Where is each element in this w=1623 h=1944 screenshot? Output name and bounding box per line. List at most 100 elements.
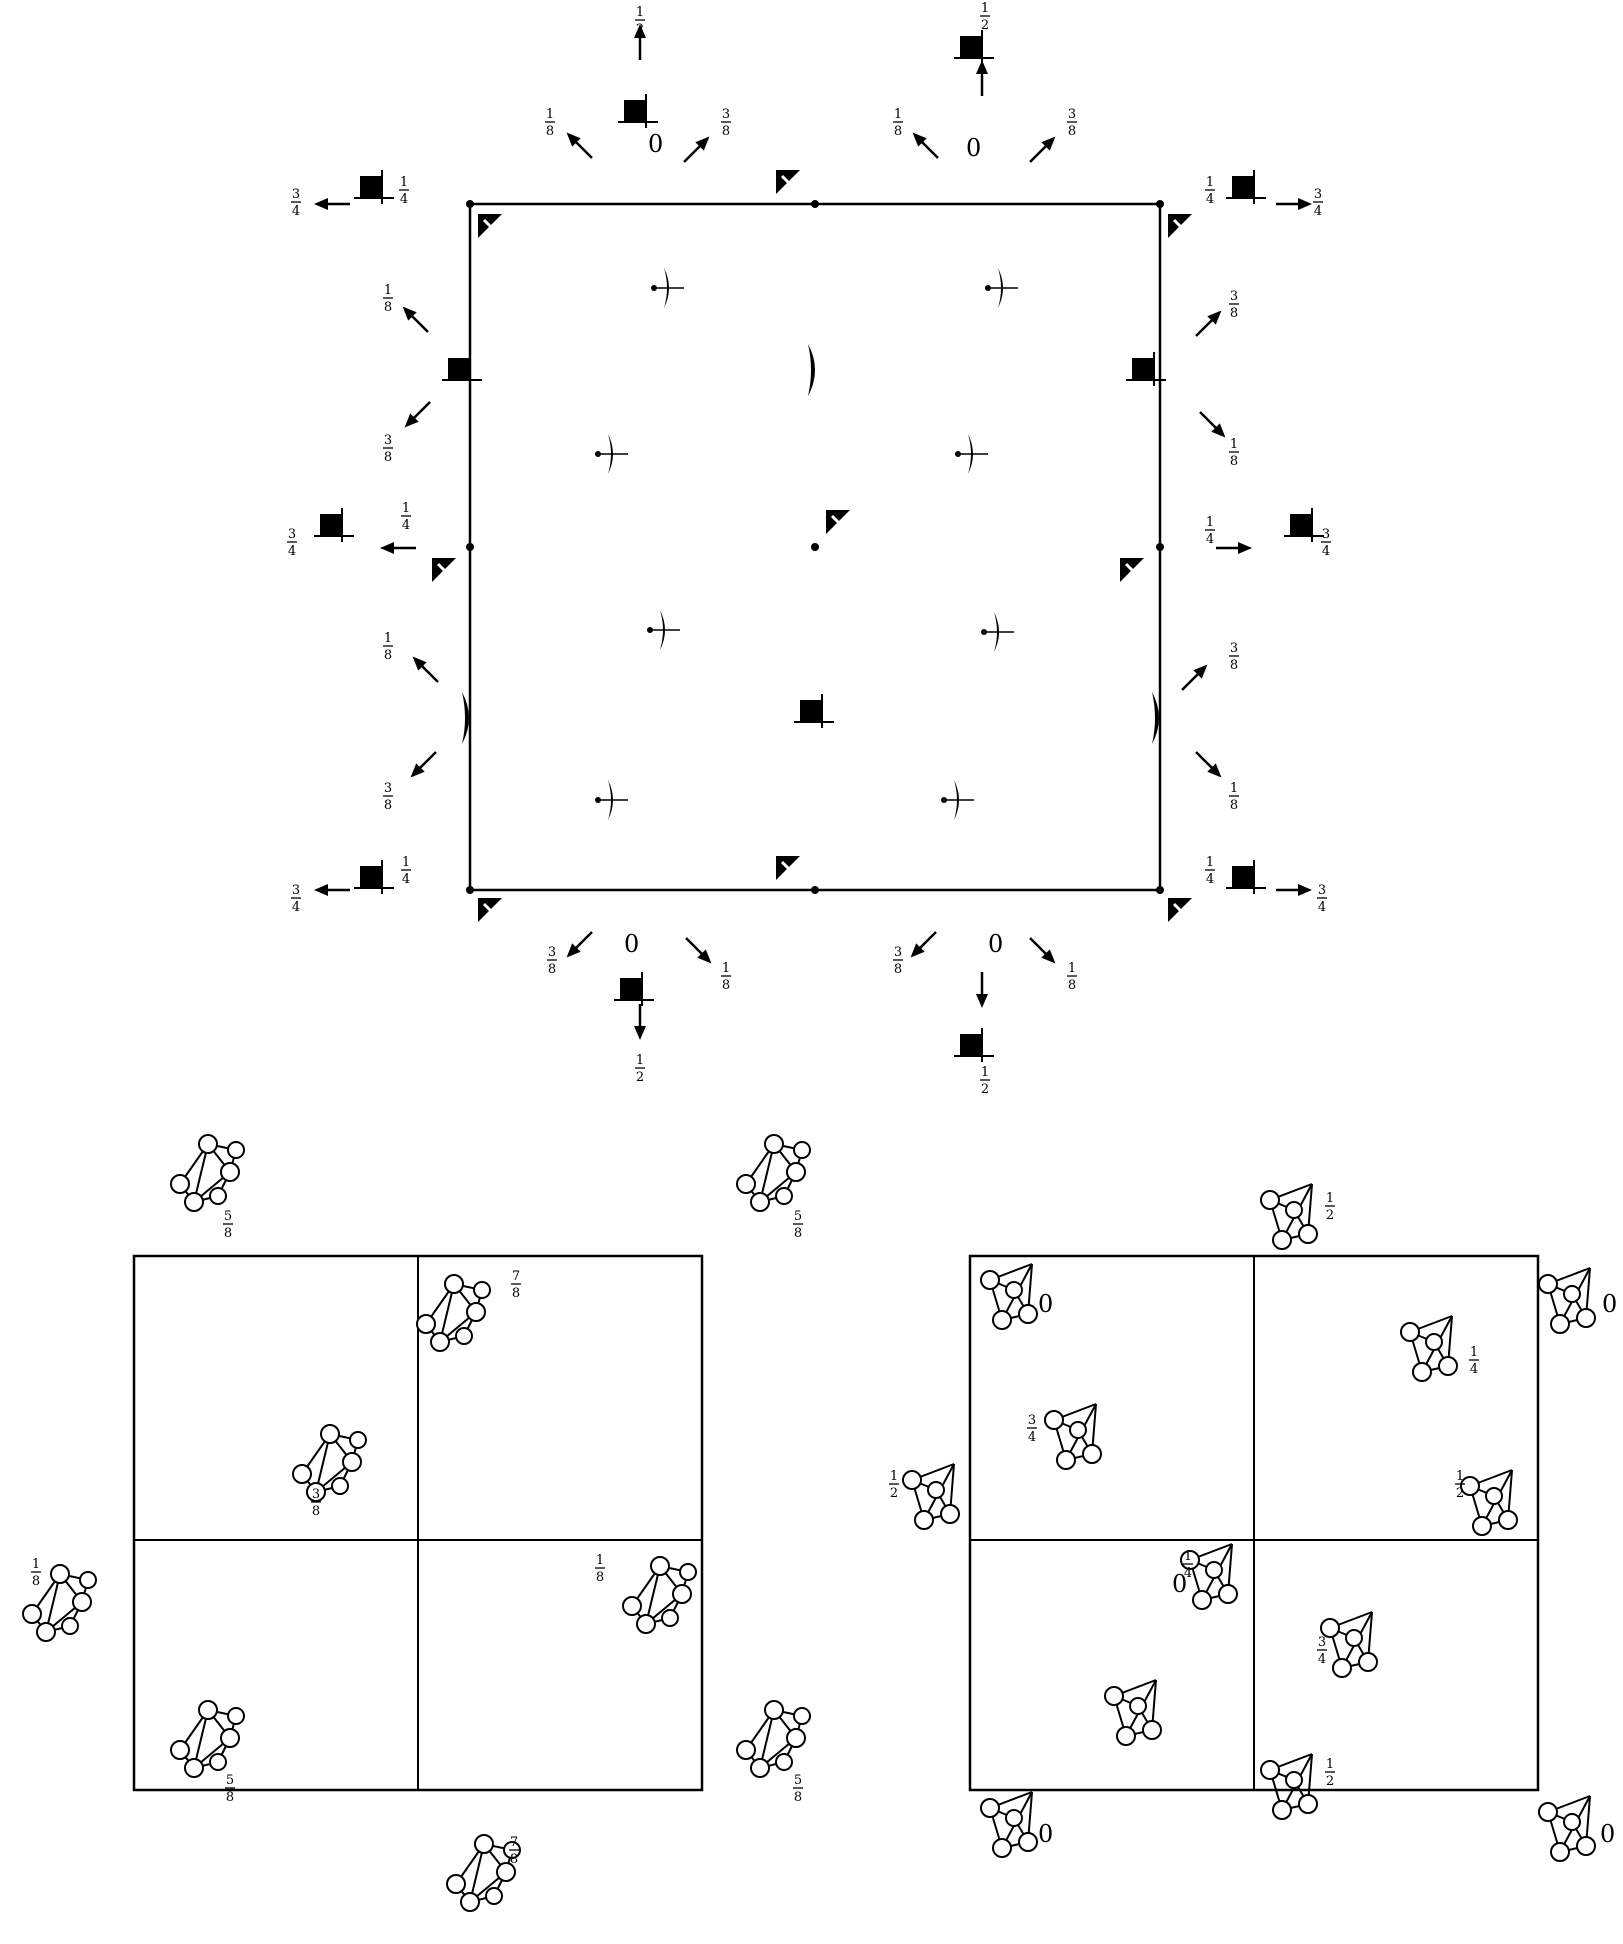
lens-left — [462, 692, 469, 744]
fraction-numerator: 1 — [1068, 961, 1076, 976]
zero-label: 0 — [1600, 1820, 1615, 1848]
lens-center-top — [808, 344, 815, 396]
fraction-denominator: 8 — [1230, 306, 1238, 321]
screw-left-2 — [314, 508, 354, 542]
fourfold-center — [794, 694, 834, 728]
fraction-numerator: 1 — [894, 107, 902, 122]
fraction-numerator: 7 — [512, 1269, 520, 1284]
fraction-numerator: 1 — [1326, 1191, 1334, 1206]
br-fraction-labels: 1214341212341412 — [889, 1191, 1479, 1789]
fraction-label: 18 — [383, 283, 393, 315]
fraction-numerator: 3 — [1318, 883, 1326, 898]
top-panel: 1212183818383414143418383818341414341838… — [287, 1, 1331, 1097]
br-poly-10 — [1105, 1680, 1161, 1745]
fraction-numerator: 1 — [400, 175, 408, 190]
fraction-denominator: 2 — [1326, 1208, 1334, 1223]
br-poly-4 — [1401, 1316, 1457, 1381]
fraction-numerator: 3 — [312, 1487, 320, 1502]
fraction-label: 78 — [511, 1269, 521, 1301]
fraction-denominator: 8 — [546, 124, 554, 139]
fraction-denominator: 8 — [224, 1226, 232, 1241]
br-poly-6 — [903, 1464, 959, 1529]
fraction-numerator: 3 — [384, 433, 392, 448]
fraction-numerator: 1 — [981, 1, 989, 16]
fraction-label: 34 — [1321, 527, 1331, 559]
fraction-denominator: 4 — [1318, 900, 1326, 915]
fraction-numerator: 3 — [1322, 527, 1330, 542]
fraction-numerator: 1 — [1456, 1469, 1464, 1484]
fraction-denominator: 4 — [292, 900, 300, 915]
zero-label: 0 — [1038, 1820, 1053, 1848]
fraction-denominator: 8 — [1230, 658, 1238, 673]
fraction-denominator: 8 — [512, 1286, 520, 1301]
lens-stick-3 — [595, 434, 628, 474]
br-poly-11 — [1261, 1754, 1317, 1819]
screw-top-1 — [618, 94, 658, 128]
bottom-left-panel: 585878381818585878 — [23, 1135, 810, 1911]
fraction-label: 12 — [980, 1, 990, 33]
br-poly-12 — [981, 1792, 1037, 1857]
bl-poly-7 — [171, 1701, 244, 1777]
fraction-label: 34 — [291, 187, 301, 219]
fraction-label: 18 — [721, 961, 731, 993]
fraction-denominator: 4 — [292, 204, 300, 219]
fraction-numerator: 1 — [1326, 1757, 1334, 1772]
fraction-numerator: 3 — [1318, 1635, 1326, 1650]
tri-bl — [478, 898, 502, 922]
tri-left-mid — [432, 558, 456, 582]
screw-bot-2 — [954, 1028, 994, 1062]
top-fraction-labels: 1212183818383414143418383818341414341838… — [287, 1, 1331, 1097]
fraction-denominator: 8 — [32, 1574, 40, 1589]
fraction-denominator: 8 — [312, 1504, 320, 1519]
fraction-label: 38 — [383, 433, 393, 465]
fraction-numerator: 1 — [384, 283, 392, 298]
lens-stick-8 — [955, 434, 988, 474]
fraction-denominator: 8 — [894, 962, 902, 977]
fraction-label: 14 — [1469, 1345, 1479, 1377]
fraction-label: 18 — [1229, 781, 1239, 813]
zero-label: 0 — [624, 930, 639, 958]
screw-right-1 — [1226, 170, 1266, 204]
screw-left-3 — [354, 860, 394, 894]
br-poly-1 — [1261, 1184, 1317, 1249]
fraction-numerator: 1 — [402, 855, 410, 870]
fraction-label: 38 — [893, 945, 903, 977]
fraction-denominator: 4 — [1206, 532, 1214, 547]
fraction-denominator: 8 — [722, 978, 730, 993]
fraction-denominator: 8 — [1068, 978, 1076, 993]
fraction-denominator: 8 — [1230, 798, 1238, 813]
fraction-numerator: 1 — [596, 1553, 604, 1568]
fraction-denominator: 4 — [288, 544, 296, 559]
fraction-numerator: 3 — [1314, 187, 1322, 202]
fraction-denominator: 8 — [510, 1852, 518, 1867]
bottom-right-panel: 1214341212341412 0 0 0 0 0 — [889, 1184, 1617, 1861]
fraction-label: 18 — [893, 107, 903, 139]
screw-left-1 — [354, 170, 394, 204]
tri-br — [1168, 898, 1192, 922]
fraction-label: 18 — [595, 1553, 605, 1585]
fourfold-left — [442, 352, 482, 386]
fraction-numerator: 1 — [402, 501, 410, 516]
fraction-label: 34 — [1027, 1413, 1037, 1445]
bl-poly-2 — [737, 1135, 810, 1211]
br-poly-9 — [1321, 1612, 1377, 1677]
fraction-denominator: 4 — [402, 872, 410, 887]
tri-tl — [478, 214, 502, 238]
screw-right-3 — [1226, 860, 1266, 894]
fraction-numerator: 5 — [794, 1773, 802, 1788]
fraction-label: 34 — [291, 883, 301, 915]
fraction-label: 14 — [399, 175, 409, 207]
fraction-numerator: 1 — [1184, 1549, 1192, 1564]
screw-top-2 — [954, 30, 994, 64]
fraction-numerator: 1 — [1206, 515, 1214, 530]
fraction-denominator: 8 — [722, 124, 730, 139]
fraction-numerator: 3 — [894, 945, 902, 960]
fraction-numerator: 5 — [226, 1773, 234, 1788]
screw-right-2 — [1284, 508, 1324, 542]
fraction-label: 12 — [980, 1065, 990, 1097]
fraction-denominator: 8 — [1230, 454, 1238, 469]
fraction-denominator: 8 — [794, 1790, 802, 1805]
fraction-label: 58 — [793, 1209, 803, 1241]
fraction-denominator: 2 — [981, 1082, 989, 1097]
fraction-denominator: 8 — [384, 450, 392, 465]
